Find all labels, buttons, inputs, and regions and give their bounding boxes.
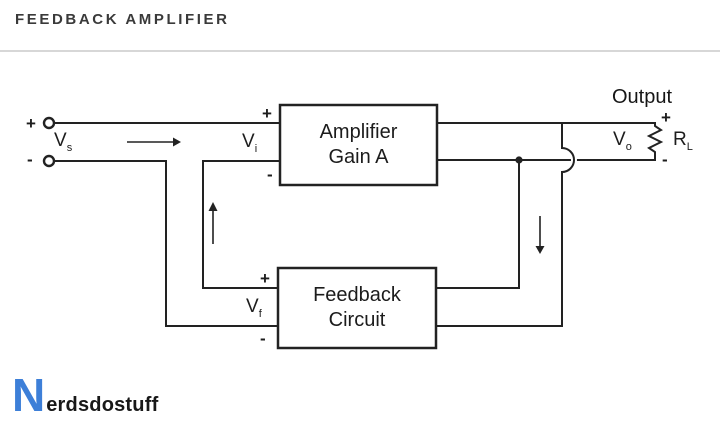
vo-letter: V [613, 129, 626, 150]
output-plus-sign: + [661, 108, 671, 127]
output-title: Output [612, 86, 673, 108]
vf-subscript: f [258, 307, 262, 320]
logo-wordmark: N erdsdostuff [12, 368, 158, 422]
vo-label: Vo [613, 130, 632, 153]
vi-label: Vi [242, 132, 257, 155]
output-minus-sign: - [662, 150, 668, 169]
page-title: FEEDBACK AMPLIFIER [15, 11, 230, 28]
feedback-plus-sign: + [260, 269, 270, 288]
output-flow-down-arrow [535, 216, 545, 254]
amplifier-line2: Gain A [328, 146, 389, 168]
rl-letter: R [673, 129, 687, 150]
feedback-box [276, 266, 438, 350]
wire-feedback-to-amp-minus [202, 160, 280, 289]
input-plus-terminal [42, 116, 56, 130]
feedback-line1: Feedback [313, 284, 401, 306]
amplifier-box [278, 103, 439, 187]
wire-output-top-to-feedback-minus [437, 122, 575, 327]
vs-label: Vs [54, 131, 72, 154]
vs-subscript: s [66, 141, 73, 154]
resistor-rl [646, 122, 664, 161]
rl-subscript: L [686, 140, 693, 153]
source-minus-sign: - [27, 150, 33, 169]
vo-subscript: o [625, 140, 632, 153]
vi-subscript: i [254, 142, 258, 155]
vf-letter: V [246, 296, 259, 317]
logo-word-rest: erdsdostuff [46, 394, 159, 416]
amplifier-line1: Amplifier [319, 121, 398, 143]
source-plus-sign: + [26, 114, 36, 133]
signal-flow-right-arrow [127, 137, 181, 147]
feedback-line2: Circuit [328, 309, 386, 331]
vi-letter: V [242, 131, 255, 152]
nerdsdostuff-logo: N erdsdostuff HTTPS://WWW.NERDSDOSTUFF.C… [12, 368, 158, 424]
input-minus-terminal [42, 154, 56, 168]
wire-output-tap-to-feedback-plus [437, 159, 520, 289]
feedback-box-label: Feedback Circuit [278, 268, 436, 348]
feedback-minus-sign: - [260, 329, 266, 348]
logo-n-letter: N [12, 369, 46, 421]
vs-letter: V [54, 130, 67, 151]
amp-minus-sign: - [267, 165, 273, 184]
feedback-flow-up-arrow [208, 202, 218, 244]
vf-label: Vf [246, 297, 262, 320]
amplifier-box-label: Amplifier Gain A [280, 105, 437, 185]
rl-label: RL [673, 130, 693, 153]
wire-source-minus-return [54, 160, 278, 327]
header-divider [0, 50, 720, 52]
amp-plus-sign: + [262, 104, 272, 123]
junction-dot [515, 156, 523, 164]
